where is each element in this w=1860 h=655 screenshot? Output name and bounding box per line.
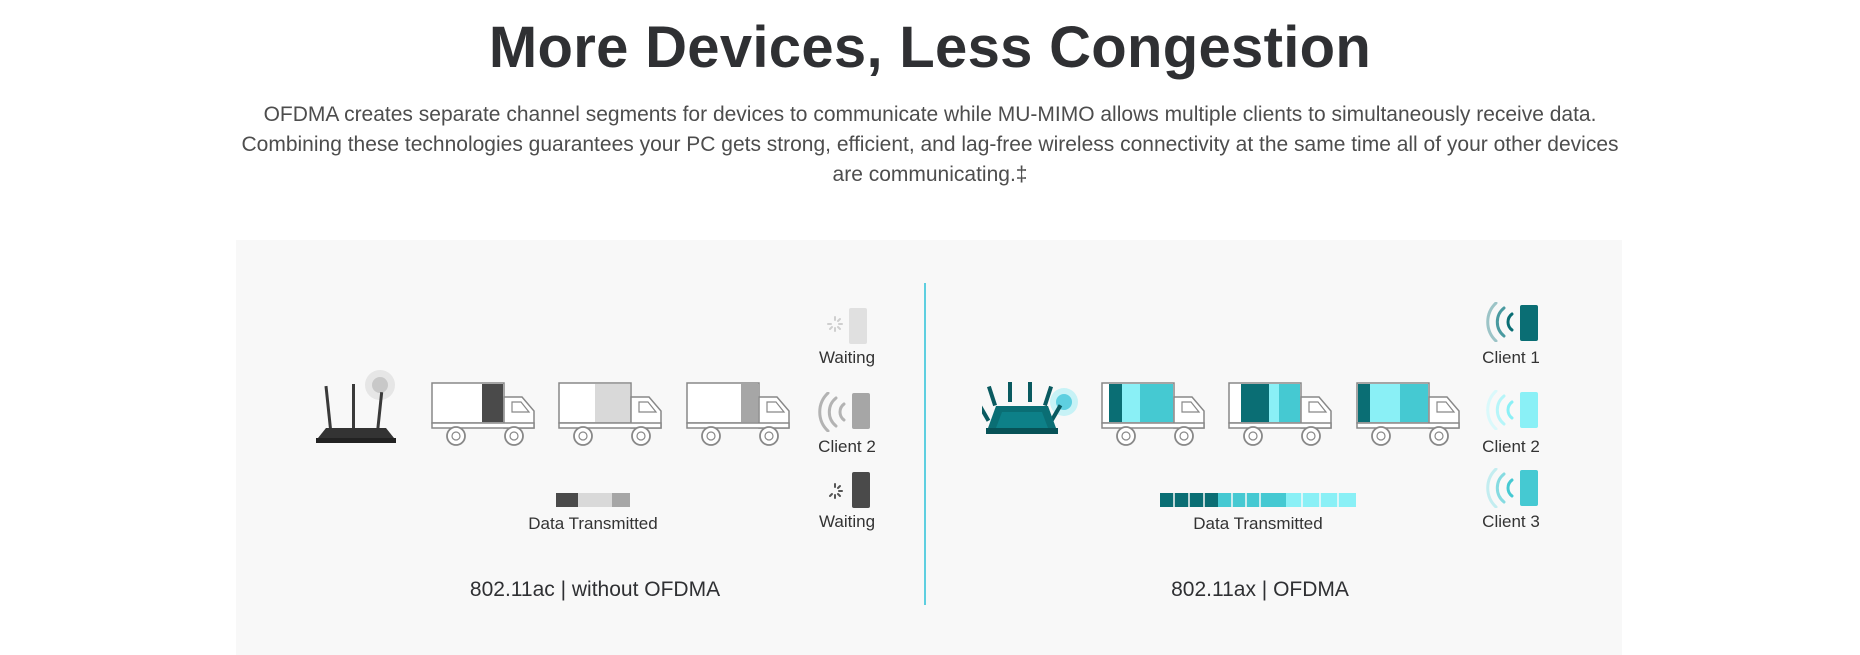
wifi-signal-icon xyxy=(1486,468,1514,508)
client-status-label: Waiting xyxy=(818,348,876,367)
client-label: Client 1 xyxy=(1482,348,1540,367)
client-label: Client 3 xyxy=(1482,512,1540,531)
truck-icon xyxy=(1356,382,1460,446)
phone-icon xyxy=(852,393,870,429)
phone-icon xyxy=(1520,470,1538,506)
left-diagram-caption: 802.11ac | without OFDMA xyxy=(469,578,721,601)
truck-icon xyxy=(1101,382,1205,446)
truck-icon xyxy=(686,382,790,446)
data-transmitted-label: Data Transmitted xyxy=(1193,514,1323,533)
phone-icon xyxy=(849,308,867,344)
data-transmitted-bar xyxy=(1160,493,1356,507)
loading-spinner-icon xyxy=(827,316,843,332)
loading-spinner-icon xyxy=(829,483,843,499)
wifi-signal-icon xyxy=(1486,302,1514,342)
phone-icon xyxy=(852,472,870,508)
client-status-label: Client 2 xyxy=(818,437,876,456)
panel-divider xyxy=(924,283,926,605)
client-status-label: Waiting xyxy=(818,512,876,531)
phone-icon xyxy=(1520,392,1538,428)
router-icon xyxy=(982,382,1078,434)
wifi-signal-icon xyxy=(1486,390,1514,430)
wifi-signal-icon xyxy=(818,392,846,432)
data-transmitted-label: Data Transmitted xyxy=(528,514,658,533)
truck-icon xyxy=(1228,382,1332,446)
right-diagram-caption: 802.11ax | OFDMA xyxy=(1171,578,1349,601)
page-title: More Devices, Less Congestion xyxy=(488,15,1372,80)
client-label: Client 2 xyxy=(1482,437,1540,456)
comparison-panel xyxy=(236,240,1622,655)
data-transmitted-bar xyxy=(556,493,630,507)
phone-icon xyxy=(1520,305,1538,341)
truck-icon xyxy=(431,382,535,446)
page-description: OFDMA creates separate channel segments … xyxy=(241,103,1619,186)
truck-icon xyxy=(558,382,662,446)
router-icon xyxy=(316,370,396,443)
